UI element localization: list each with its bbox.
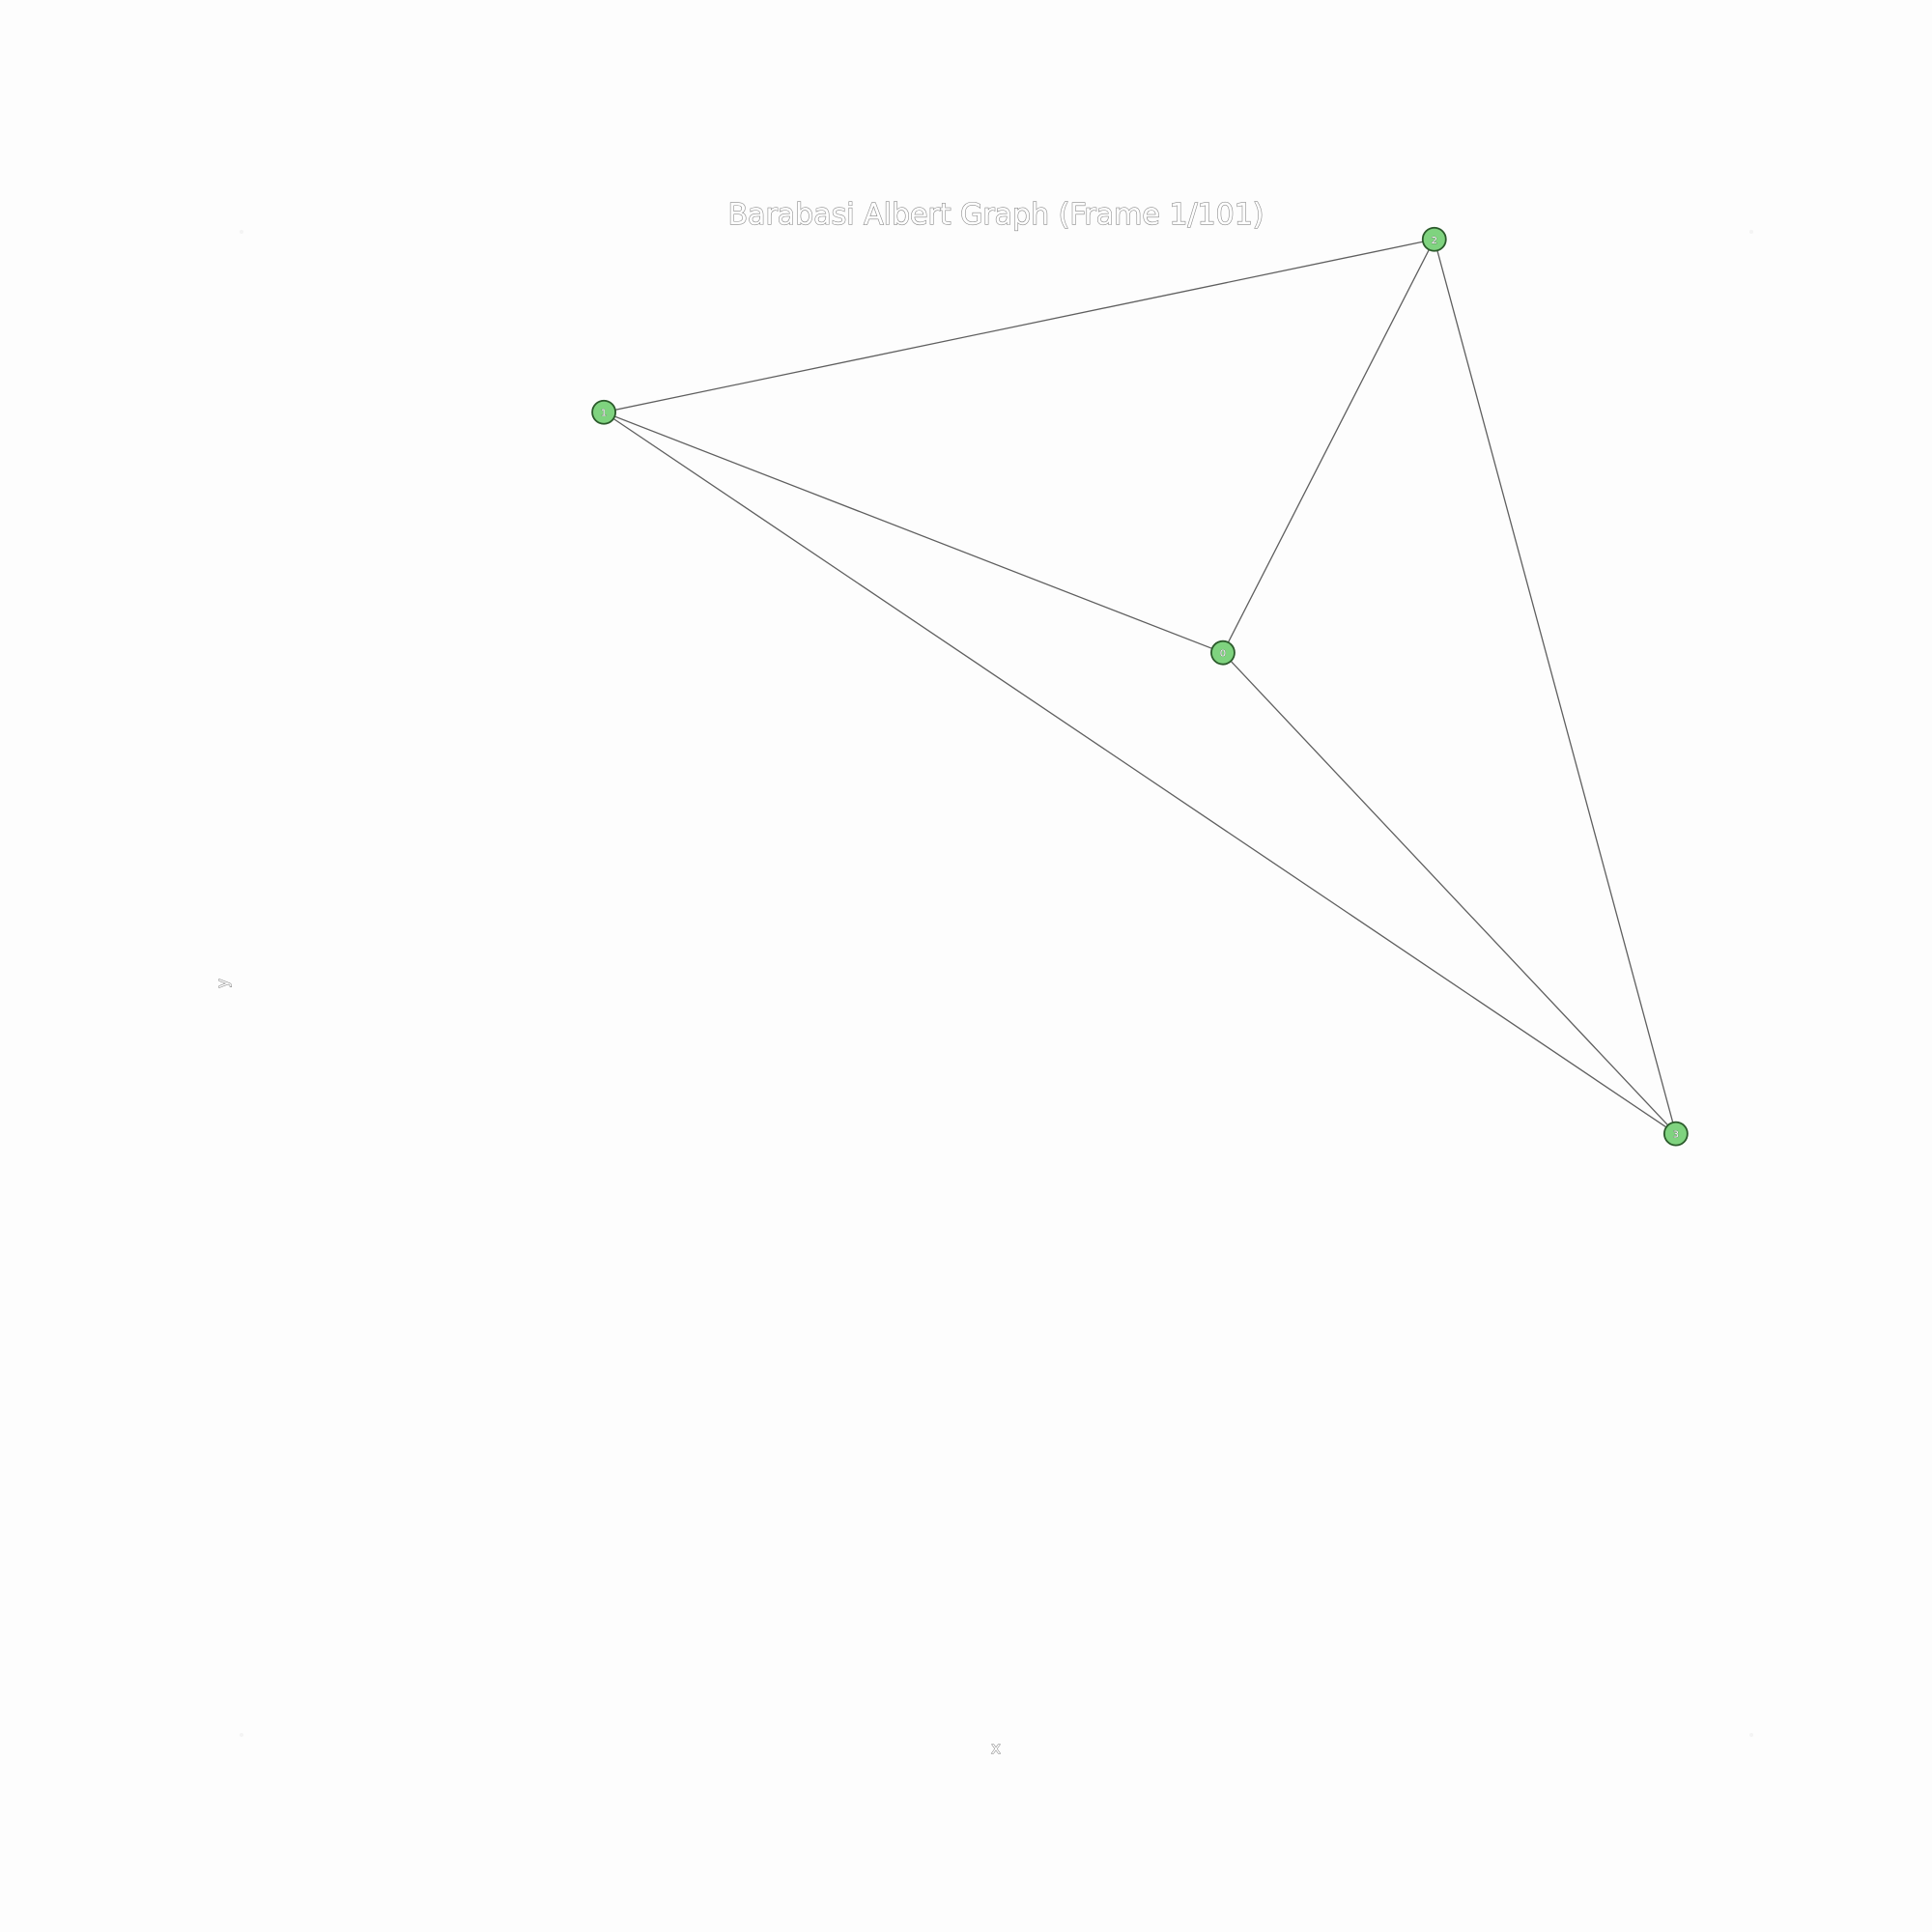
graph-node-0: 0 [1210, 639, 1236, 666]
node-label: 2 [1432, 236, 1437, 246]
y-axis-label: y [213, 979, 232, 987]
chart-title: Barabasi Albert Graph (Frame 1/101) [727, 198, 1264, 232]
x-axis-label: x [991, 1739, 1000, 1757]
plot-corner-marker [1749, 1733, 1753, 1737]
graph-node-3: 3 [1662, 1121, 1689, 1147]
graph-edge-0-2 [1222, 239, 1435, 653]
node-marker [591, 399, 617, 425]
edges-layer [603, 239, 1677, 1135]
plot-corner-marker [1749, 230, 1753, 234]
node-marker [1421, 226, 1447, 252]
nodes-layer: 0 1 2 3 [591, 226, 1689, 1147]
plot-corner-marker [240, 230, 243, 234]
graph-edge-1-3 [603, 412, 1677, 1135]
node-label: 0 [1220, 649, 1226, 660]
graph-edge-0-1 [603, 412, 1224, 654]
plot-corner-marker [240, 1733, 243, 1737]
graph-node-1: 1 [591, 399, 617, 425]
node-label: 1 [601, 409, 607, 419]
graph-edge-1-2 [603, 239, 1435, 413]
graph-edge-2-3 [1434, 239, 1677, 1134]
node-marker [1210, 639, 1236, 666]
graph-node-2: 2 [1421, 226, 1447, 252]
node-marker [1662, 1121, 1689, 1147]
node-label: 3 [1673, 1130, 1679, 1141]
graph-edge-0-3 [1222, 652, 1677, 1135]
